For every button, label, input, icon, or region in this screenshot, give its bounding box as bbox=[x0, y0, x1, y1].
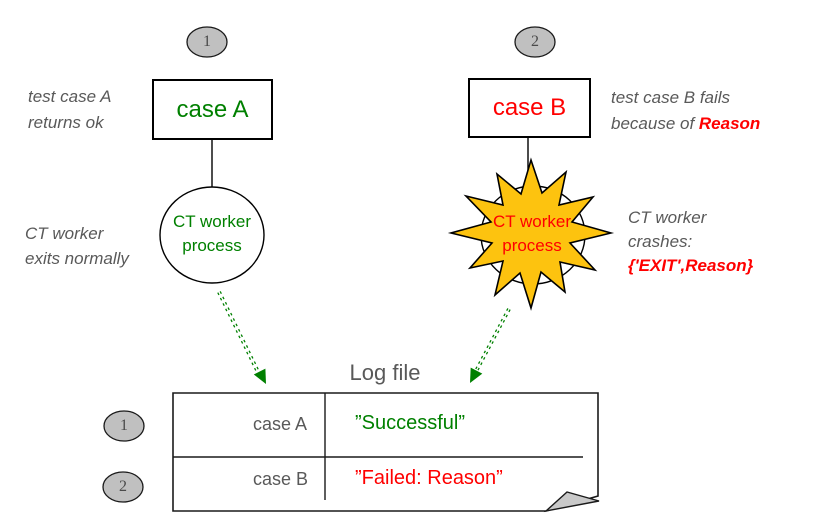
annotation-reason-emphasis: Reason bbox=[698, 114, 761, 133]
step-badge-1: 1 bbox=[203, 33, 211, 50]
annotation-test-case-b-prefix: because of bbox=[611, 114, 699, 133]
step-badge-2: 2 bbox=[531, 33, 539, 50]
log-row-badge-2-circle bbox=[102, 471, 144, 503]
annotation-test-case-b-line2: because of Reason bbox=[611, 111, 801, 137]
ct-worker-circle-a bbox=[159, 186, 265, 284]
log-row-1-case: case A bbox=[253, 414, 308, 434]
annotation-test-case-b-line1: test case B fails bbox=[611, 88, 731, 107]
log-paper-folded-corner bbox=[543, 491, 600, 513]
explosion-shape bbox=[447, 157, 615, 311]
arrow-b-to-log bbox=[470, 308, 511, 383]
log-row-badge-1: 1 bbox=[120, 417, 128, 434]
annotation-ct-worker-a: CT worker exits normally bbox=[25, 224, 129, 268]
log-row-2-case: case B bbox=[253, 469, 309, 489]
case-a-box: case A bbox=[152, 79, 273, 140]
ct-worker-b-label: CT worker process bbox=[492, 212, 572, 255]
case-b-box: case B bbox=[468, 78, 591, 138]
log-paper bbox=[172, 392, 599, 512]
crash-line2: crashes: bbox=[628, 232, 693, 251]
crash-line1: CT worker bbox=[628, 208, 707, 227]
log-file-title: Log file bbox=[349, 360, 421, 385]
log-row-1-result: ”Successful” bbox=[355, 412, 466, 434]
log-row-badge-1-circle bbox=[103, 410, 145, 442]
step-badge-2-circle bbox=[514, 26, 556, 58]
annotation-test-case-b: test case B fails because of Reason bbox=[611, 85, 801, 137]
ct-worker-a-label: CT worker process bbox=[172, 212, 252, 255]
annotation-test-case-a: test case A returns ok bbox=[28, 87, 112, 132]
annotation-ct-worker-b-crash: CT worker crashes: {'EXIT',Reason} bbox=[628, 206, 808, 278]
step-badge-1-circle bbox=[186, 26, 228, 58]
crash-exit-reason: {'EXIT',Reason} bbox=[628, 256, 754, 275]
arrow-a-to-log bbox=[217, 291, 266, 384]
log-row-badge-2: 2 bbox=[119, 478, 127, 495]
log-row-2-result: ”Failed: Reason” bbox=[355, 467, 503, 489]
